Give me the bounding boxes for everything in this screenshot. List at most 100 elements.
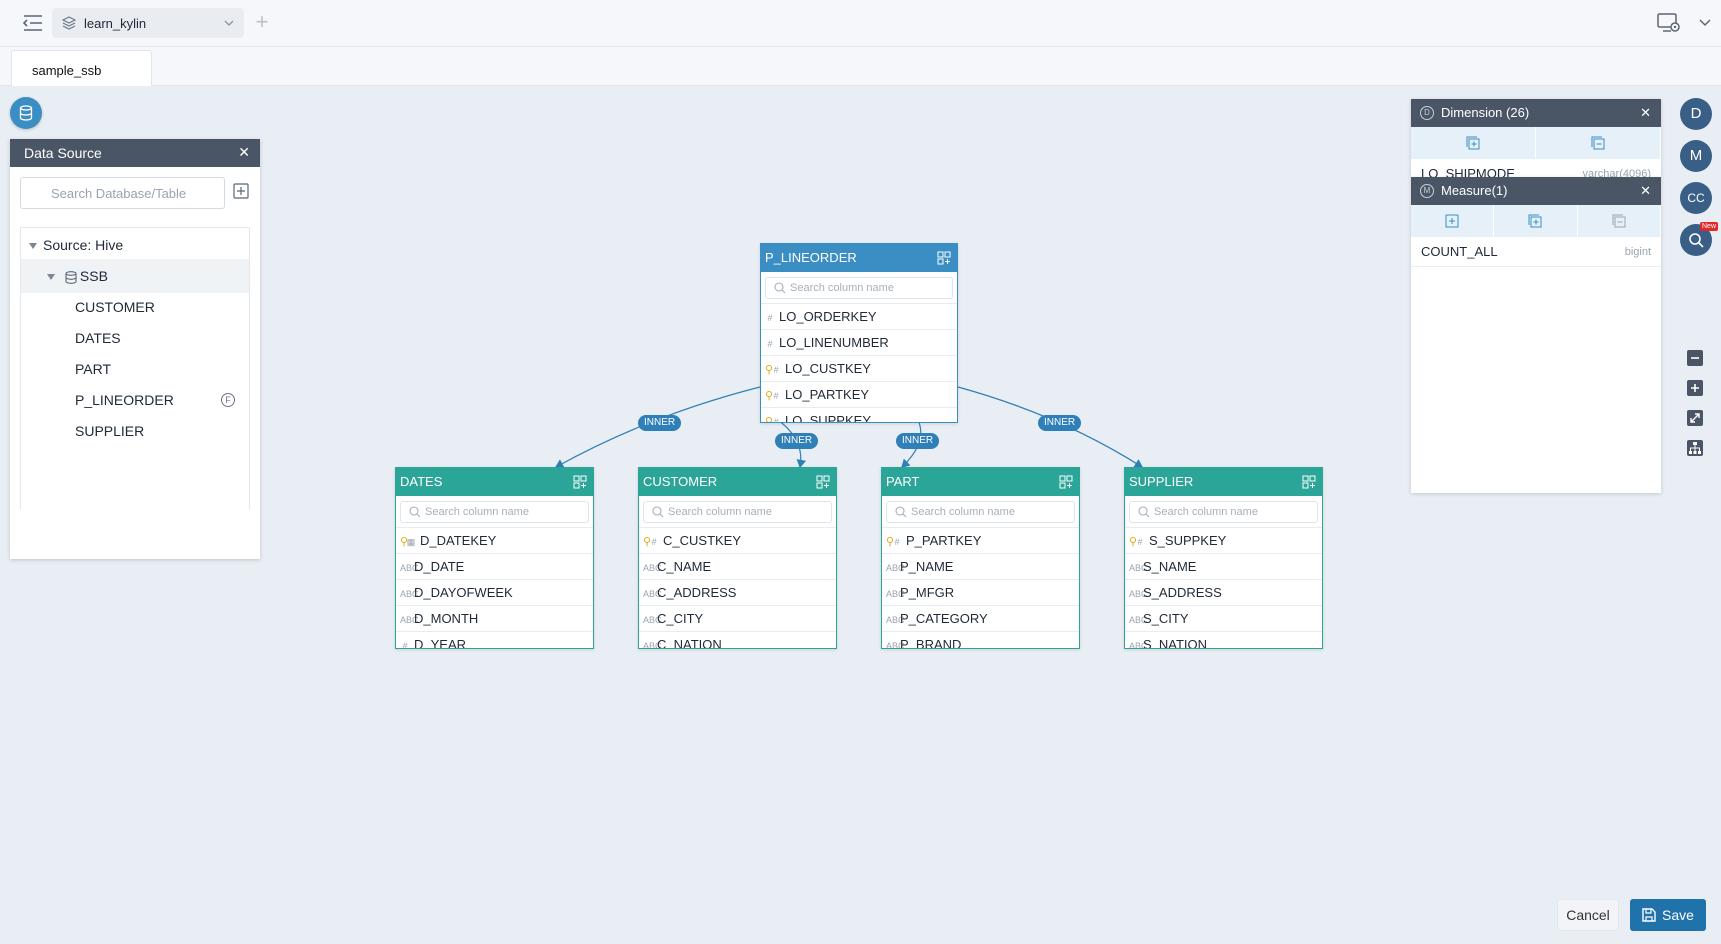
column-row[interactable]: ABCC_CITY: [639, 605, 836, 631]
dimension-toolbar: [1411, 127, 1661, 159]
column-search: [886, 501, 1075, 523]
batch-delete-measure-button[interactable]: [1578, 205, 1661, 237]
tree-table-part[interactable]: PART: [75, 361, 112, 377]
tab-sample-ssb[interactable]: sample_ssb: [11, 50, 152, 86]
save-button[interactable]: Save: [1630, 899, 1706, 931]
column-row[interactable]: #LO_LINENUMBER: [761, 329, 957, 355]
column-row[interactable]: ⚲#LO_PARTKEY: [761, 381, 957, 407]
join-type-label[interactable]: INNER: [775, 433, 819, 449]
dim-table-card-dates[interactable]: DATES ⚲▦D_DATEKEY ABCD_DATE ABCD_DAYOFWE…: [395, 467, 594, 649]
chevron-down-icon[interactable]: [1697, 14, 1713, 30]
column-row[interactable]: ⚲#LO_SUPPKEY: [761, 407, 957, 423]
add-source-icon[interactable]: [233, 183, 249, 199]
column-row[interactable]: ABCC_ADDRESS: [639, 579, 836, 605]
close-icon[interactable]: ✕: [1640, 105, 1651, 120]
table-header[interactable]: P_LINEORDER: [761, 244, 957, 272]
caret-down-icon: [29, 243, 37, 250]
column-row[interactable]: ABCP_CATEGORY: [882, 605, 1079, 631]
column-row[interactable]: ⚲▦D_DATEKEY: [396, 527, 593, 553]
string-type-icon: ABC: [643, 589, 662, 599]
column-row[interactable]: ABCS_ADDRESS: [1125, 579, 1322, 605]
batch-add-measure-button[interactable]: [1494, 205, 1578, 237]
measure-row[interactable]: COUNT_ALL bigint: [1411, 237, 1661, 267]
tree-table-p-lineorder[interactable]: P_LINEORDER F: [21, 383, 249, 417]
database-table-search-input[interactable]: [20, 177, 225, 209]
batch-delete-dimension-button[interactable]: [1536, 127, 1661, 159]
table-header[interactable]: PART: [882, 468, 1079, 496]
monitor-settings-icon[interactable]: [1657, 12, 1681, 34]
number-type-icon: #: [773, 365, 779, 375]
dim-table-card-part[interactable]: PART ⚲#P_PARTKEY ABCP_NAME ABCP_MFGR ABC…: [881, 467, 1080, 649]
auto-layout-icon[interactable]: [1686, 439, 1704, 457]
column-search-input[interactable]: [887, 502, 1074, 522]
data-source-toggle-button[interactable]: [10, 97, 42, 129]
dim-table-card-supplier[interactable]: SUPPLIER ⚲#S_SUPPKEY ABCS_NAME ABCS_ADDR…: [1124, 467, 1323, 649]
column-search-input[interactable]: [644, 502, 831, 522]
column-row[interactable]: ABCC_NATION: [639, 631, 836, 648]
join-type-label[interactable]: INNER: [896, 433, 940, 449]
add-measure-button[interactable]: [1411, 205, 1495, 237]
column-row[interactable]: ABCP_NAME: [882, 553, 1079, 579]
string-type-icon: ABC: [1129, 563, 1148, 573]
column-row[interactable]: ABCD_DAYOFWEEK: [396, 579, 593, 605]
menu-toggle-icon[interactable]: [22, 13, 44, 33]
table-header[interactable]: DATES: [396, 468, 593, 496]
cancel-button[interactable]: Cancel: [1557, 899, 1619, 931]
tree-table-supplier[interactable]: SUPPLIER: [75, 423, 145, 439]
column-row[interactable]: #D_YEAR: [396, 631, 593, 648]
column-row[interactable]: ⚲#C_CUSTKEY: [639, 527, 836, 553]
close-icon[interactable]: ✕: [238, 144, 250, 160]
tree-source-hive[interactable]: Source: Hive: [21, 228, 249, 262]
dimension-panel-button[interactable]: D: [1680, 98, 1712, 130]
table-grid-icon[interactable]: [573, 475, 587, 489]
primary-key-icon: ⚲: [1129, 536, 1138, 548]
data-source-header: Data Source ✕: [10, 139, 260, 167]
column-row[interactable]: ⚲#S_SUPPKEY: [1125, 527, 1322, 553]
column-row[interactable]: ABCS_NAME: [1125, 553, 1322, 579]
join-type-label[interactable]: INNER: [638, 415, 682, 431]
join-type-label[interactable]: INNER: [1038, 415, 1082, 431]
column-row[interactable]: ABCD_DATE: [396, 553, 593, 579]
number-type-icon: #: [1137, 537, 1143, 547]
column-search-input[interactable]: [1130, 502, 1317, 522]
column-row[interactable]: ABCS_CITY: [1125, 605, 1322, 631]
string-type-icon: ABC: [1129, 589, 1148, 599]
search-icon: [1689, 233, 1704, 248]
table-header[interactable]: CUSTOMER: [639, 468, 836, 496]
column-row[interactable]: ⚲#LO_CUSTKEY: [761, 355, 957, 381]
dimension-icon: D: [1420, 106, 1434, 120]
measure-panel: M Measure(1) ✕ COUNT_ALL bigint: [1411, 177, 1661, 493]
fact-table-card[interactable]: P_LINEORDER #LO_ORDERKEY #LO_LINENUMBER …: [760, 243, 958, 423]
table-header[interactable]: SUPPLIER: [1125, 468, 1322, 496]
dim-table-card-customer[interactable]: CUSTOMER ⚲#C_CUSTKEY ABCC_NAME ABCC_ADDR…: [638, 467, 837, 649]
table-grid-icon[interactable]: [937, 251, 951, 265]
zoom-in-icon[interactable]: [1686, 379, 1704, 397]
measure-panel-button[interactable]: M: [1680, 140, 1712, 172]
tree-table-customer[interactable]: CUSTOMER: [75, 299, 155, 315]
project-select[interactable]: learn_kylin: [52, 8, 244, 38]
data-source-title: Data Source: [24, 145, 102, 161]
column-search-input[interactable]: [766, 278, 952, 298]
dimension-row[interactable]: LO_SHIPMODE varchar(4096): [1411, 159, 1661, 177]
fit-screen-icon[interactable]: [1686, 409, 1704, 427]
zoom-out-icon[interactable]: [1686, 349, 1704, 367]
add-tab-button[interactable]: +: [255, 9, 269, 34]
column-row[interactable]: ABCP_MFGR: [882, 579, 1079, 605]
column-row[interactable]: ABCD_MONTH: [396, 605, 593, 631]
table-grid-icon[interactable]: [1059, 475, 1073, 489]
table-grid-icon[interactable]: [816, 475, 830, 489]
computed-column-button[interactable]: CC: [1680, 182, 1712, 214]
column-row[interactable]: ABCS_NATION: [1125, 631, 1322, 648]
foreign-key-icon: ⚲: [765, 416, 774, 423]
column-row[interactable]: ABCC_NAME: [639, 553, 836, 579]
tree-database-ssb[interactable]: SSB: [21, 259, 249, 293]
column-row[interactable]: #LO_ORDERKEY: [761, 303, 957, 329]
string-type-icon: ABC: [886, 589, 905, 599]
column-row[interactable]: ⚲#P_PARTKEY: [882, 527, 1079, 553]
column-search-input[interactable]: [401, 502, 588, 522]
batch-add-dimension-button[interactable]: [1411, 127, 1536, 159]
table-grid-icon[interactable]: [1302, 475, 1316, 489]
column-row[interactable]: ABCP_BRAND: [882, 631, 1079, 648]
close-icon[interactable]: ✕: [1640, 183, 1651, 198]
tree-table-dates[interactable]: DATES: [75, 330, 121, 346]
